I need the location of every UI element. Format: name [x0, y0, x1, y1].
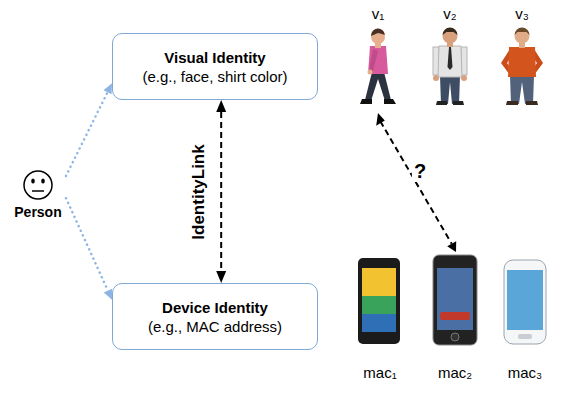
- face-outline: [24, 171, 52, 199]
- tie: [448, 47, 453, 70]
- phone-body: [433, 255, 477, 345]
- screen-button: [440, 312, 470, 320]
- shoe: [506, 101, 518, 105]
- item-label: mac₃: [508, 364, 542, 382]
- shirt: [368, 46, 388, 74]
- dashed-line: [380, 121, 451, 244]
- arrowhead: [104, 83, 112, 94]
- shoe: [526, 101, 538, 105]
- phone-screen: [362, 268, 396, 332]
- hair: [515, 28, 530, 35]
- samsung-phone: [504, 260, 546, 344]
- face-icon: [22, 168, 54, 202]
- phone-screen: [507, 270, 543, 330]
- identity-box: Device Identity(e.g., MAC address): [112, 283, 318, 350]
- arm: [369, 49, 378, 71]
- home-button: [518, 334, 532, 339]
- eye: [41, 178, 45, 183]
- node-detail: (e.g., MAC address): [148, 317, 282, 336]
- node-title: Person: [14, 204, 61, 221]
- arrowhead: [216, 100, 226, 112]
- mouth: [32, 190, 44, 192]
- node-detail: (e.g., face, shirt color): [142, 67, 287, 86]
- dashed-arrow: [216, 100, 226, 283]
- phone-body: [504, 260, 546, 344]
- shoe: [360, 99, 372, 104]
- shoe: [436, 101, 447, 105]
- shoe: [453, 101, 464, 105]
- standing-person-figure: [433, 28, 467, 106]
- node-title: Device Identity: [162, 298, 268, 317]
- phone-body: [358, 258, 400, 344]
- android-phone: [358, 258, 400, 344]
- standing-person-figure: [501, 28, 543, 106]
- screen-band: [362, 296, 396, 314]
- connector-line: [66, 92, 108, 176]
- eye: [31, 178, 35, 183]
- shoe: [384, 99, 396, 104]
- jeans: [510, 76, 534, 104]
- home-button: [451, 333, 459, 341]
- item-label: v₁: [372, 5, 385, 23]
- arrowhead: [447, 241, 456, 252]
- sweater: [508, 47, 536, 77]
- identity-box: Visual Identity(e.g., face, shirt color): [112, 33, 318, 100]
- item-label: v₃: [515, 5, 529, 23]
- shirt: [438, 46, 462, 77]
- hair: [371, 28, 385, 36]
- phone-screen: [437, 268, 473, 330]
- jeans: [440, 76, 460, 104]
- item-label: mac₂: [438, 364, 472, 382]
- item-label: mac₁: [363, 364, 396, 382]
- jeans: [365, 72, 391, 101]
- item-label: v₂: [443, 5, 456, 23]
- connector-line: [220, 112, 222, 271]
- dotted-arrow: [66, 83, 112, 176]
- head: [515, 29, 530, 44]
- connector-line: [66, 198, 108, 290]
- screen-band: [362, 314, 396, 332]
- edge-label: IdentityLink: [189, 142, 209, 241]
- node-title: Visual Identity: [164, 48, 265, 67]
- walking-person-figure: [360, 28, 396, 104]
- arrowhead: [104, 289, 112, 300]
- question-mark: ?: [412, 160, 428, 182]
- arrowhead: [216, 271, 226, 283]
- arrowhead: [376, 113, 385, 126]
- hand: [368, 70, 373, 75]
- head: [443, 29, 458, 44]
- question-arrow: [376, 113, 456, 252]
- iphone: [433, 255, 477, 345]
- dotted-arrow: [66, 198, 112, 300]
- person-node: Person: [10, 168, 66, 221]
- hair: [443, 28, 458, 35]
